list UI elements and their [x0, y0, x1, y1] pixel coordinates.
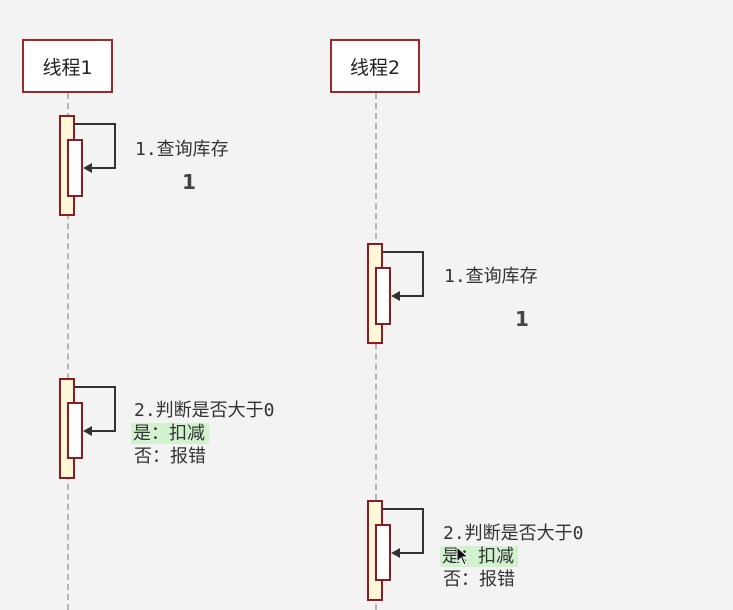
activation-bar-inner [67, 139, 83, 197]
activation-bar-inner [67, 402, 83, 459]
activation-bar-inner [375, 267, 391, 325]
message-text: 2.判断是否大于0 [134, 400, 275, 421]
lifeline-label: 线程2 [349, 56, 401, 79]
lifeline-1-dashed-line [67, 93, 69, 610]
message-label: 1.查询库存 [135, 138, 229, 161]
activation-bar-inner [375, 524, 391, 581]
message-text: 否：报错 [443, 569, 515, 590]
message-text: 1.查询库存 [135, 139, 229, 160]
lifeline-header-thread-2: 线程2 [330, 39, 420, 93]
self-message-arrow [383, 508, 424, 558]
lifeline-label: 线程1 [42, 56, 93, 79]
highlighted-branch-text: 是：扣减 [440, 546, 518, 567]
message-text: 2.判断是否大于0 [443, 523, 584, 544]
self-message-arrow [75, 386, 116, 436]
returned-value: 1 [515, 307, 529, 331]
message-text: 1.查询库存 [444, 266, 538, 287]
lifeline-header-thread-1: 线程1 [22, 39, 113, 93]
mouse-pointer-icon [456, 545, 470, 566]
returned-value: 1 [182, 170, 196, 194]
message-label: 1.查询库存 [444, 265, 538, 288]
message-label: 2.判断是否大于0 是：扣减 否：报错 [131, 399, 275, 468]
message-text: 否：报错 [134, 446, 206, 467]
lifeline-2-dashed-line [375, 93, 377, 610]
self-message-arrow [383, 251, 424, 301]
highlighted-branch-text: 是：扣减 [131, 423, 209, 444]
self-message-arrow [75, 123, 116, 173]
